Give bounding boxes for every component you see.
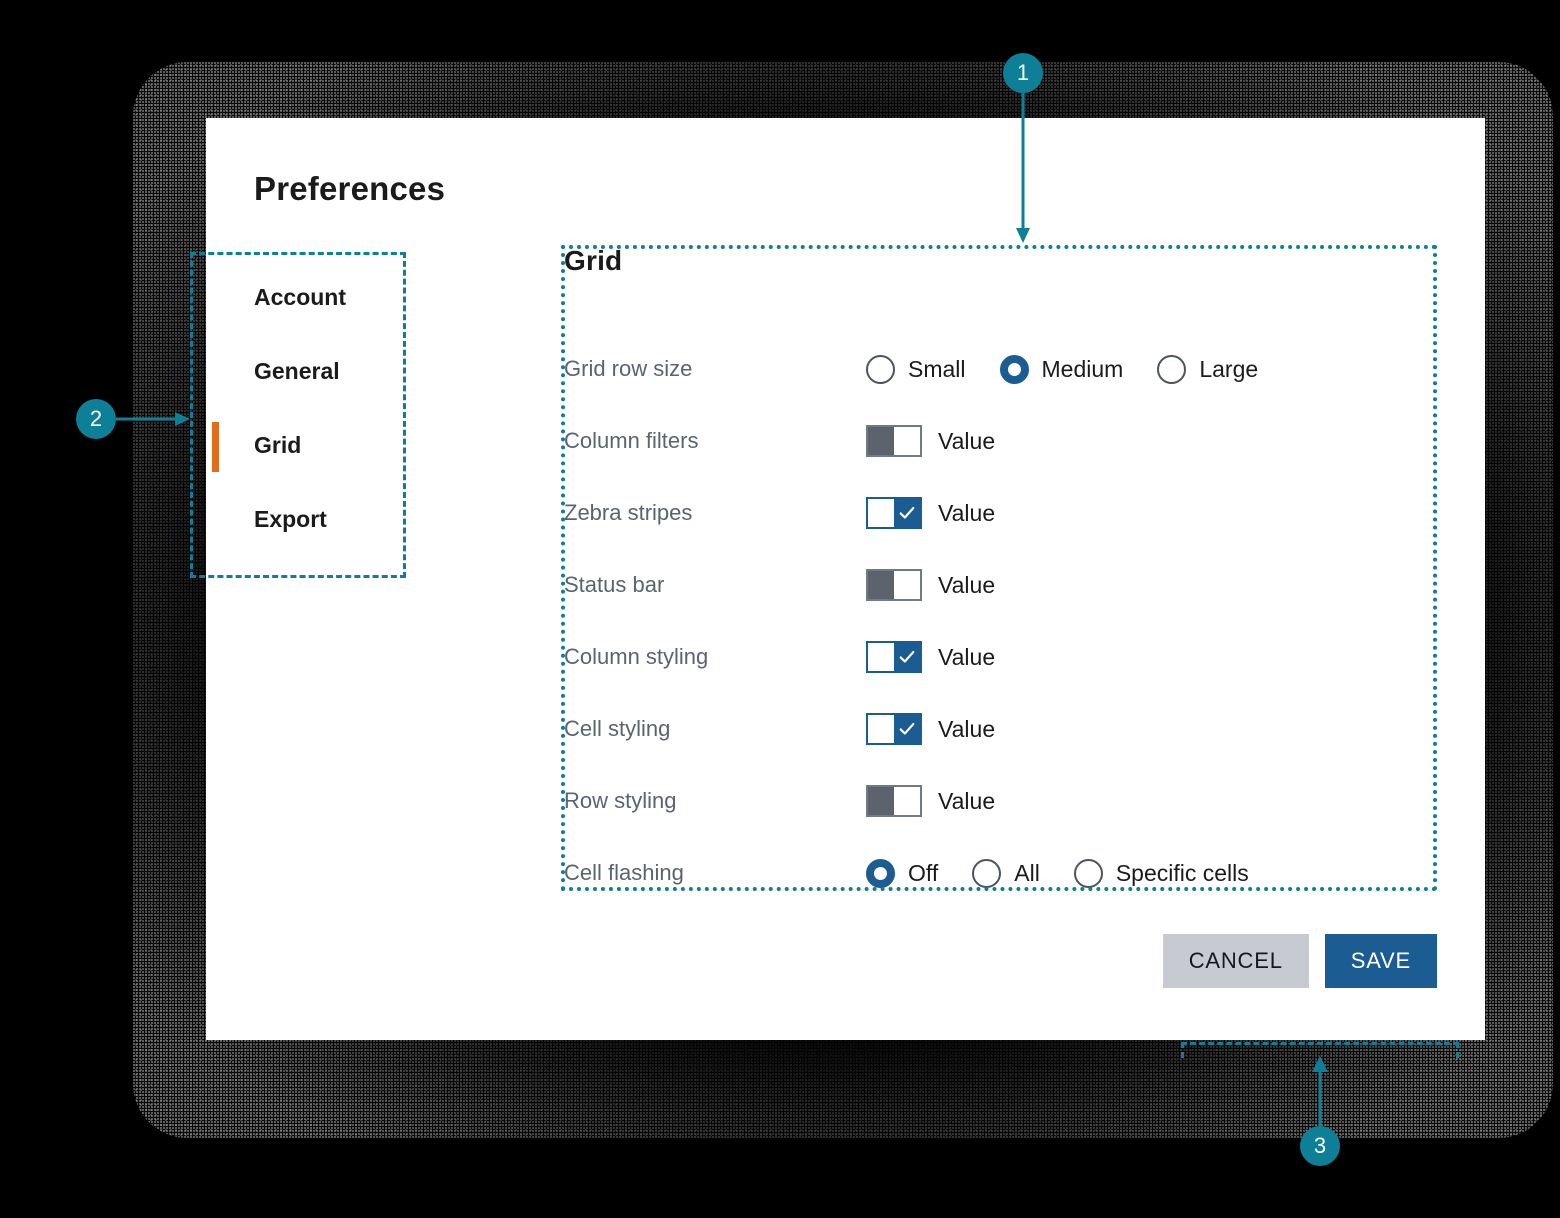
toggle-column-styling[interactable] [866,641,922,673]
toggle-track [894,787,920,815]
sidebar-item-account[interactable]: Account [254,260,454,334]
setting-label: Cell flashing [564,860,684,885]
page-title: Preferences [254,170,446,207]
radio-group-grid-row-size: Small Medium Large [866,354,1259,384]
radio-label: All [1014,859,1040,886]
toggle-value-label: Value [938,427,996,454]
annotation-marker-1[interactable]: 1 [1003,53,1043,93]
toggle-track [868,715,894,743]
sidebar-item-label: Grid [254,431,302,458]
setting-label: Status bar [564,572,665,597]
radio-label: Specific cells [1115,859,1249,886]
radio-circle-selected-icon [999,354,1029,384]
setting-row-row-styling: Row styling Value [561,765,1436,837]
radio-circle-selected-icon [866,858,895,888]
toggle-knob [868,571,894,599]
save-button[interactable]: SAVE [1324,934,1437,988]
toggle-zebra-stripes[interactable] [866,497,922,529]
setting-row-column-styling: Column styling Value [561,621,1436,693]
toggle-value-label: Value [938,787,996,814]
grid-settings-panel: Grid Grid row size Small Medium [561,245,1436,909]
cancel-button[interactable]: CANCEL [1162,934,1309,988]
radio-option-off[interactable]: Off [866,858,939,888]
check-icon [899,650,915,663]
toggle-value-label: Value [938,499,996,526]
panel-title: Grid [564,245,623,276]
setting-row-status-bar: Status bar Value [561,549,1436,621]
radio-circle-icon [866,354,895,384]
setting-row-zebra-stripes: Zebra stripes Value [561,477,1436,549]
setting-row-grid-row-size: Grid row size Small Medium L [561,333,1436,405]
toggle-knob [868,787,894,815]
radio-label: Medium [1041,355,1124,382]
radio-option-small[interactable]: Small [866,354,966,384]
sidebar-item-label: Account [254,283,346,310]
setting-label: Row styling [564,788,677,813]
setting-row-column-filters: Column filters Value [561,405,1436,477]
annotation-marker-2[interactable]: 2 [76,399,116,439]
sidebar-item-export[interactable]: Export [254,482,454,556]
toggle-status-bar[interactable] [866,569,922,601]
sidebar-item-label: Export [254,505,327,532]
toggle-track [868,499,894,527]
setting-label: Column filters [564,428,699,453]
toggle-track [868,643,894,671]
sidebar-item-label: General [254,357,340,384]
toggle-value-label: Value [938,643,996,670]
radio-option-medium[interactable]: Medium [999,354,1124,384]
setting-row-cell-styling: Cell styling Value [561,693,1436,765]
toggle-knob [894,499,920,527]
setting-label: Zebra stripes [564,500,693,525]
sidebar-nav: Account General Grid Export [212,260,454,556]
toggle-value-label: Value [938,571,996,598]
sidebar-item-general[interactable]: General [254,334,454,408]
setting-label: Column styling [564,644,709,669]
radio-circle-icon [1073,858,1103,888]
check-icon [899,506,915,519]
setting-label: Grid row size [564,356,693,381]
setting-row-cell-flashing: Cell flashing Off All Specif [561,837,1436,909]
toggle-knob [894,715,920,743]
toggle-track [894,427,920,455]
toggle-column-filters[interactable] [866,425,922,457]
toggle-cell-styling[interactable] [866,713,922,745]
active-indicator-bar [212,422,219,472]
sidebar-item-grid[interactable]: Grid [212,408,454,482]
annotation-marker-3[interactable]: 3 [1300,1126,1340,1166]
radio-option-all[interactable]: All [972,858,1040,888]
setting-label: Cell styling [564,716,671,741]
radio-label: Small [908,355,966,382]
radio-group-cell-flashing: Off All Specific cells [866,858,1249,888]
check-icon [899,722,915,735]
toggle-knob [894,643,920,671]
dialog-action-buttons: CANCEL SAVE [1162,934,1437,988]
radio-option-large[interactable]: Large [1157,354,1259,384]
toggle-row-styling[interactable] [866,785,922,817]
radio-label: Large [1199,355,1259,382]
preferences-dialog: Preferences Account General Grid Export … [206,118,1485,1040]
toggle-knob [868,427,894,455]
radio-option-specific-cells[interactable]: Specific cells [1073,858,1249,888]
toggle-track [894,571,920,599]
radio-label: Off [908,859,939,886]
toggle-value-label: Value [938,715,996,742]
radio-circle-icon [972,858,1002,888]
radio-circle-icon [1157,354,1187,384]
